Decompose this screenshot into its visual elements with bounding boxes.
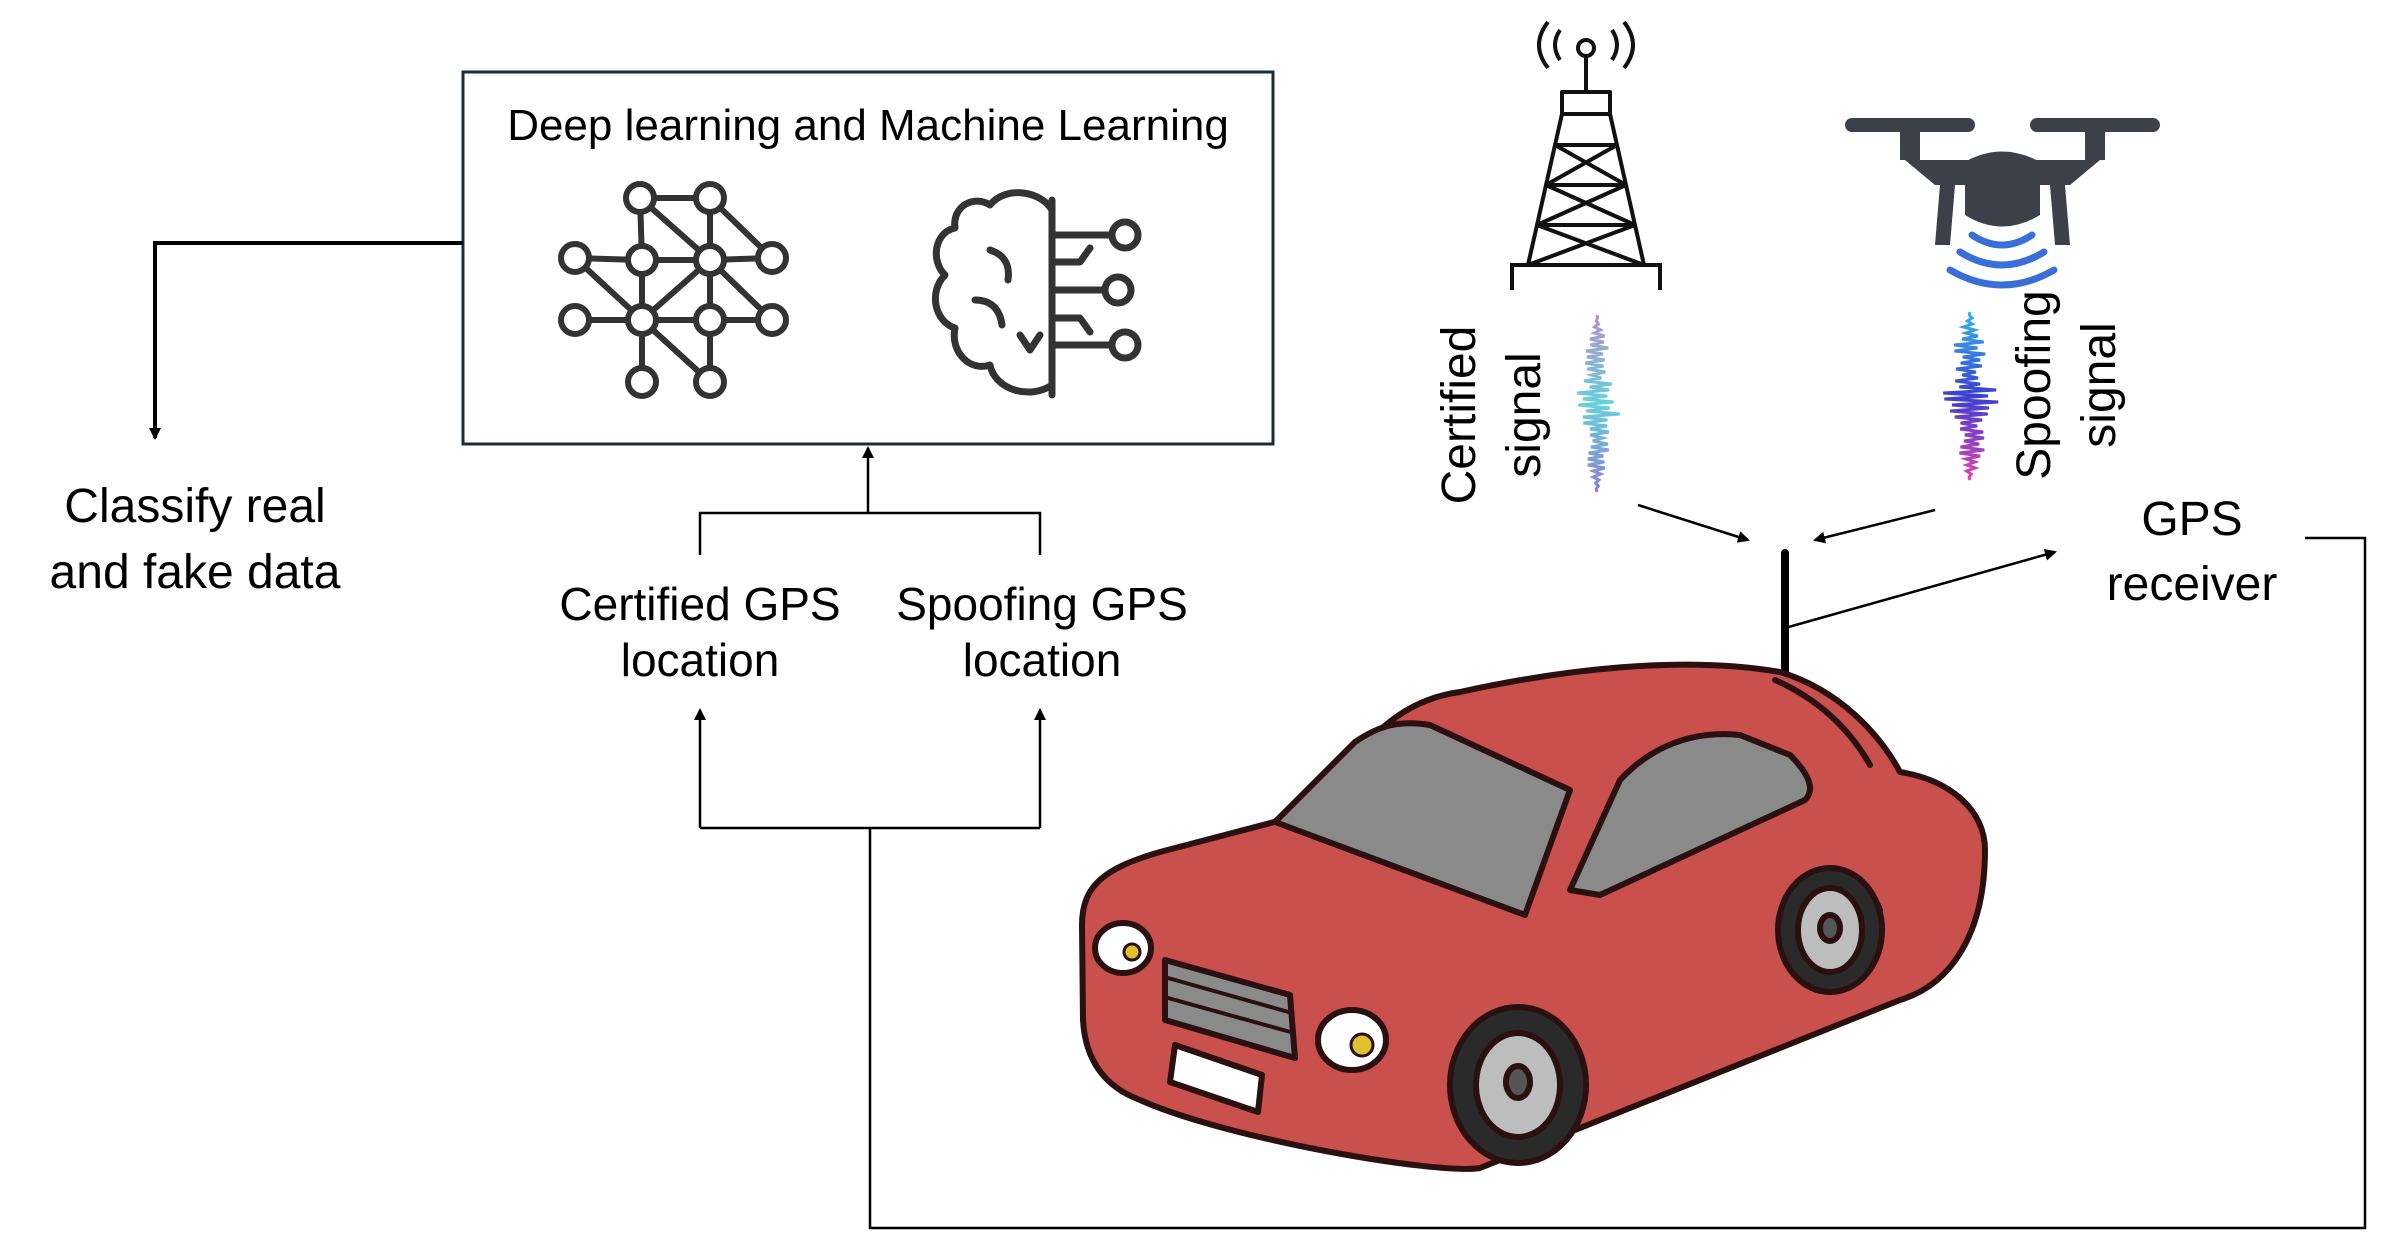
input-certified-line2: location xyxy=(621,634,780,686)
spoofing-waveform xyxy=(1943,311,1999,481)
input-spoofing-line2: location xyxy=(963,634,1122,686)
drone-icon xyxy=(1845,118,2160,289)
output-line2: and fake data xyxy=(50,546,341,599)
spoofing-signal-line2: signal xyxy=(2073,322,2126,447)
certified-signal-line2: signal xyxy=(1498,352,1551,477)
output-label: Classify real and fake data xyxy=(50,480,341,599)
antenna-to-receiver-arrow xyxy=(1784,548,2057,630)
certified-signal-label: Certified signal xyxy=(1433,326,1551,505)
gps-receiver-line2: receiver xyxy=(2107,558,2278,611)
output-line1: Classify real xyxy=(64,480,325,533)
output-connector xyxy=(149,241,463,440)
input-certified-line1: Certified GPS xyxy=(559,578,840,630)
spoofing-signal-label: Spoofing signal xyxy=(2008,290,2126,480)
ml-box-title: Deep learning and Machine Learning xyxy=(507,101,1229,150)
input-spoofing-label: Spoofing GPS location xyxy=(896,578,1188,686)
input-spoofing-line1: Spoofing GPS xyxy=(896,578,1188,630)
spoofing-signal-line1: Spoofing xyxy=(2008,290,2061,480)
inputs-to-ml-connector xyxy=(698,446,1042,555)
brain-circuit-icon xyxy=(932,189,1142,399)
neural-network-icon xyxy=(558,181,789,399)
gps-receiver-label: GPS receiver xyxy=(2107,493,2278,611)
input-certified-label: Certified GPS location xyxy=(559,578,840,686)
certified-signal-line1: Certified xyxy=(1433,326,1486,505)
gps-receiver-line1: GPS xyxy=(2141,493,2242,546)
signal-arrows xyxy=(1637,503,1936,544)
radio-tower-icon xyxy=(1510,20,1662,290)
car-icon xyxy=(1079,549,1988,1172)
feedback-loop-connector xyxy=(694,536,2367,1230)
certified-waveform xyxy=(1576,314,1620,493)
